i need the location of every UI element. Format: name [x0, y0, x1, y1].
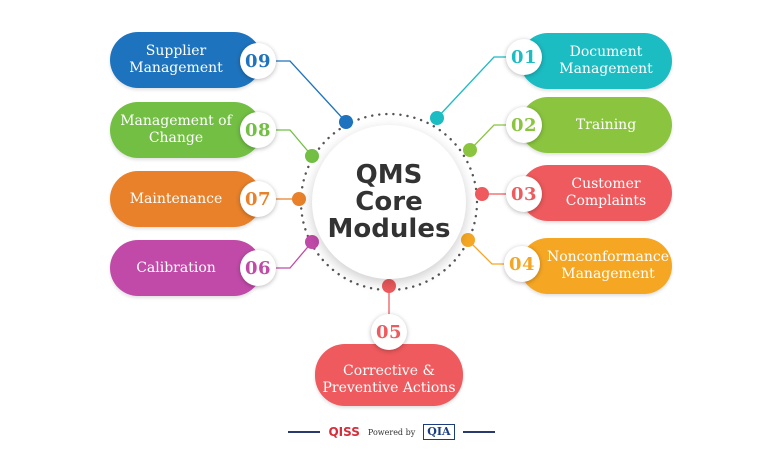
module-pill-supplier-management: Supplier Management	[110, 32, 262, 88]
module-label-line: Management	[561, 266, 655, 282]
module-label-line: Management of	[120, 113, 232, 129]
connector-line	[276, 60, 347, 123]
module-label-line: Maintenance	[129, 190, 223, 207]
connector-dot	[382, 279, 396, 293]
connector-dot	[305, 235, 319, 249]
module-number-badge: 04	[504, 246, 540, 282]
connector-line	[467, 239, 504, 265]
center-title: QMS Core Modules	[312, 125, 466, 279]
module-label-line: Supplier	[145, 43, 207, 59]
module-pill-training: Training	[520, 97, 672, 153]
module-label-line: Corrective &	[343, 363, 435, 379]
footer-divider-right	[462, 431, 495, 433]
module-label-line: Customer	[571, 176, 641, 192]
module-label-line: Nonconformance	[546, 249, 670, 265]
connector-dot	[339, 115, 353, 129]
connector-dot	[292, 192, 306, 206]
module-number-badge: 02	[506, 107, 542, 143]
module-pill-calibration: Calibration	[110, 240, 262, 296]
center-title-line-3: Modules	[327, 213, 451, 244]
module-number-badge: 05	[371, 314, 407, 350]
center-title-line-1: QMS	[355, 159, 423, 190]
module-number-badge: 08	[240, 112, 276, 148]
module-pill-nonconformance-management: Nonconformance Management	[520, 238, 672, 294]
connector-dot	[305, 149, 319, 163]
module-label-line: Change	[148, 130, 204, 146]
connector-line	[469, 124, 506, 151]
qia-logo: QIA	[423, 424, 455, 440]
module-number-badge: 09	[240, 43, 276, 79]
module-number-badge: 07	[240, 181, 276, 217]
module-pill-management-of-change: Management of Change	[110, 102, 262, 158]
footer-divider-left	[288, 431, 321, 433]
module-label-line: Training	[575, 116, 637, 133]
footer-branding: QISS Powered by QIA	[0, 420, 783, 444]
module-label-line: Complaints	[565, 193, 647, 209]
module-label-line: Management	[129, 60, 223, 76]
module-label-line: Calibration	[136, 259, 216, 276]
powered-by-text: Powered by	[367, 427, 416, 437]
module-pill-customer-complaints: Customer Complaints	[520, 165, 672, 221]
connector-dot	[430, 111, 444, 125]
module-number-badge: 01	[506, 39, 542, 75]
connector-line	[276, 241, 313, 269]
module-number-badge: 03	[506, 176, 542, 212]
connector-line	[276, 129, 313, 157]
qiss-logo: QISS	[328, 425, 360, 439]
center-title-line-2: Core	[355, 186, 423, 217]
connector-dot	[461, 233, 475, 247]
module-label-line: Preventive Actions	[322, 380, 456, 396]
connector-dot	[463, 143, 477, 157]
module-pill-corrective-preventive-actions: Corrective & Preventive Actions	[315, 344, 463, 406]
module-label-line: Management	[559, 61, 653, 77]
module-pill-maintenance: Maintenance	[110, 171, 262, 227]
connector-line	[436, 56, 506, 119]
module-pill-document-management: Document Management	[520, 33, 672, 89]
module-number-badge: 06	[240, 250, 276, 286]
module-label-line: Document	[569, 44, 643, 60]
connector-dot	[475, 187, 489, 201]
